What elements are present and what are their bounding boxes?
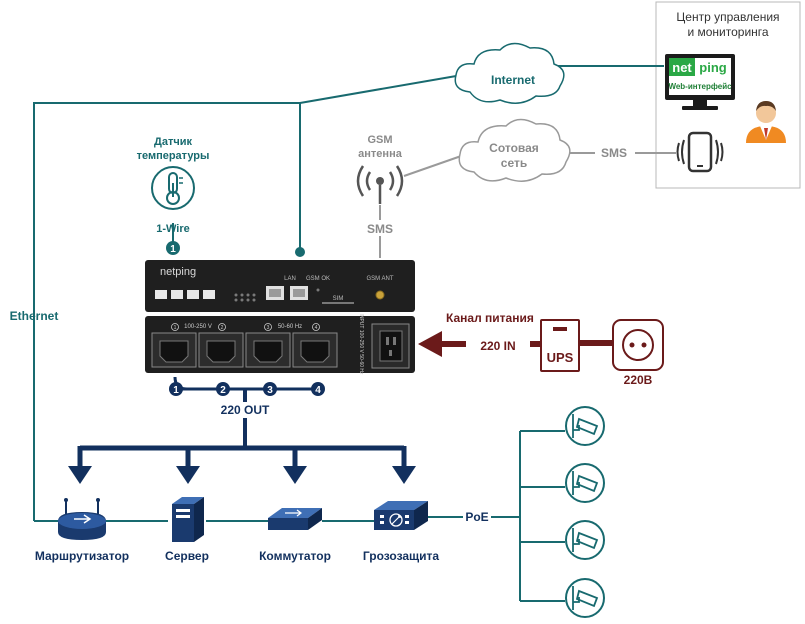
- output-number-2: 2: [220, 385, 226, 396]
- outlet-number-2: 2: [221, 325, 224, 331]
- surge-protector-icon: [374, 501, 428, 530]
- sim-slot: [322, 302, 354, 304]
- antenna-icon: [356, 165, 404, 204]
- power-arrow-head: [418, 331, 442, 357]
- camera-4: [565, 578, 605, 618]
- power-channel-title: Канал питания: [446, 311, 534, 325]
- outlet-number-3: 3: [267, 325, 270, 331]
- switch-label: Коммутатор: [259, 549, 331, 563]
- control-center-title-2: и мониторинга: [687, 25, 768, 39]
- sensor-port-number: 1: [170, 244, 176, 255]
- poe-label: PoE: [465, 510, 488, 524]
- monitor-caption: Web-интерфейс: [668, 82, 732, 91]
- camera-icon: [572, 414, 599, 438]
- label-lan: LAN: [284, 276, 296, 282]
- router-icon: [58, 498, 106, 540]
- gsm-ant-connector: [375, 290, 385, 300]
- power-inlet: [371, 323, 410, 369]
- ethernet-label: Ethernet: [10, 309, 59, 323]
- server-icon: [172, 497, 204, 542]
- cloud-cellular: Сотовая сеть: [458, 118, 571, 182]
- ethernet-lines: [33, 65, 664, 602]
- camera-3: [565, 520, 605, 560]
- output-number-1: 1: [173, 385, 179, 396]
- camera-2: [565, 463, 605, 503]
- outlet-2: 2: [198, 323, 244, 368]
- gsm-label-1: GSM: [367, 134, 392, 146]
- output-badge-4: 4: [311, 382, 325, 396]
- outlet-1: 1: [151, 323, 197, 368]
- sensor-ports: [155, 290, 215, 299]
- lan-port-dot: [295, 247, 305, 257]
- power-outputs: 1 2 3 4 220 OUT: [68, 376, 416, 484]
- camera-icon: [572, 528, 599, 552]
- gsm-ok-led: [316, 288, 320, 292]
- device-power-panel: 100-250 V 50-60 Hz 1 2 3 4 INPUT 100-250…: [145, 313, 415, 375]
- sensor-label-2: температуры: [137, 150, 210, 162]
- cloud-internet-label: Internet: [491, 73, 535, 87]
- sms-line-label: SMS: [601, 146, 627, 160]
- device-front-panel: netping LAN GSM OK SIM GSM ANT: [145, 260, 415, 312]
- label-gsm-ok: GSM OK: [306, 276, 330, 282]
- monitor-brand-net: net: [672, 60, 692, 75]
- socket-icon: [612, 319, 664, 371]
- cloud-internet: Internet: [454, 42, 565, 104]
- output-number-3: 3: [267, 385, 273, 396]
- outlet-4: 4: [292, 323, 338, 368]
- gsm-antenna: GSM антенна SMS: [356, 134, 404, 236]
- monitor-brand-ping: ping: [699, 60, 726, 75]
- control-center: Центр управления и мониторинга net ping …: [655, 1, 801, 189]
- socket-label: 220В: [624, 373, 653, 387]
- label-voltage: 100-250 V: [184, 324, 212, 330]
- output-badge-1: 1: [169, 382, 183, 396]
- switch-icon: [268, 508, 322, 530]
- label-gsm-ant: GSM ANT: [366, 276, 393, 282]
- gsm-sms-label: SMS: [367, 222, 393, 236]
- ups-label: UPS: [547, 350, 574, 365]
- sensor-port-badge: [166, 241, 180, 255]
- surge-protector: Грозозащита: [363, 501, 440, 563]
- switch: Коммутатор: [259, 508, 331, 563]
- temperature-sensor: Датчик температуры 1-Wire 1: [137, 136, 210, 255]
- output-badge-3: 3: [263, 382, 277, 396]
- surge-protector-label: Грозозащита: [363, 549, 440, 563]
- sensor-label-1: Датчик: [154, 136, 192, 148]
- camera-icon: [572, 586, 599, 610]
- output-number-4: 4: [315, 385, 321, 396]
- ups-icon: UPS: [540, 319, 580, 372]
- router: Маршрутизатор: [35, 498, 129, 563]
- label-sim: SIM: [333, 296, 344, 302]
- user-icon: [746, 101, 786, 143]
- server-label: Сервер: [165, 549, 209, 563]
- power-channel: Канал питания 220 IN UPS 220В: [418, 311, 664, 387]
- camera-1: [565, 406, 605, 446]
- outlet-number-1: 1: [174, 325, 177, 331]
- sensor-bus-label: 1-Wire: [156, 223, 190, 235]
- cloud-cellular-label-2: сеть: [501, 156, 527, 170]
- monitor-icon: net ping Web-интерфейс: [665, 54, 735, 110]
- power-input-label: 220 IN: [480, 339, 515, 353]
- input-label: INPUT 100-250 V 50-60 Hz: [358, 313, 364, 375]
- cloud-cellular-label-1: Сотовая: [489, 141, 539, 155]
- outputs-label: 220 OUT: [221, 403, 270, 417]
- thermometer-icon: [151, 166, 195, 210]
- control-center-title-1: Центр управления: [676, 10, 779, 24]
- output-badge-2: 2: [216, 382, 230, 396]
- device-brand: netping: [160, 266, 196, 278]
- out-label-bg: [218, 402, 272, 418]
- input-label-bg: [466, 337, 530, 353]
- phone-icon: [676, 131, 724, 173]
- outlet-number-4: 4: [315, 325, 318, 331]
- camera-icon: [572, 471, 599, 495]
- server: Сервер: [165, 497, 209, 563]
- gsm-label-2: антенна: [358, 148, 403, 160]
- status-leds: [234, 293, 256, 302]
- lan-ports: [266, 286, 308, 300]
- outlet-3: 3: [245, 323, 291, 368]
- poe-label-bg: [463, 508, 491, 524]
- label-frequency: 50-60 Hz: [278, 324, 302, 330]
- router-label: Маршрутизатор: [35, 549, 129, 563]
